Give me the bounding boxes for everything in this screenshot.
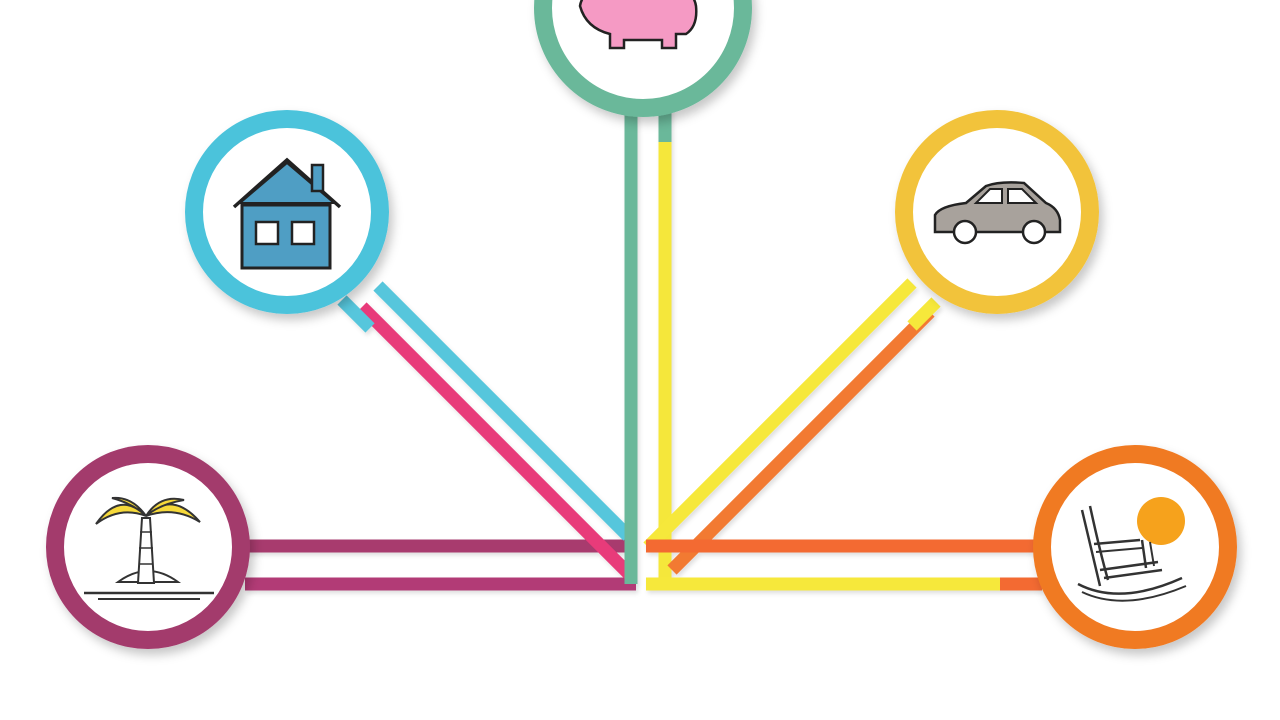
connector-car — [643, 278, 941, 575]
palm-tree-island-icon — [84, 496, 214, 600]
connectors — [245, 90, 1042, 591]
piggy-bank-icon — [578, 0, 698, 50]
node-savings — [534, 0, 752, 117]
connector-vacation — [245, 539, 636, 591]
node-retirement — [1033, 445, 1237, 649]
connector-home — [337, 281, 637, 582]
connector-retirement — [646, 539, 1042, 591]
connector-savings — [624, 90, 672, 584]
node-car — [895, 110, 1099, 314]
node-vacation — [46, 445, 250, 649]
node-home — [185, 110, 389, 314]
house-icon — [232, 157, 342, 270]
rocking-chair-sun-icon — [1077, 497, 1187, 602]
car-icon — [933, 181, 1062, 245]
